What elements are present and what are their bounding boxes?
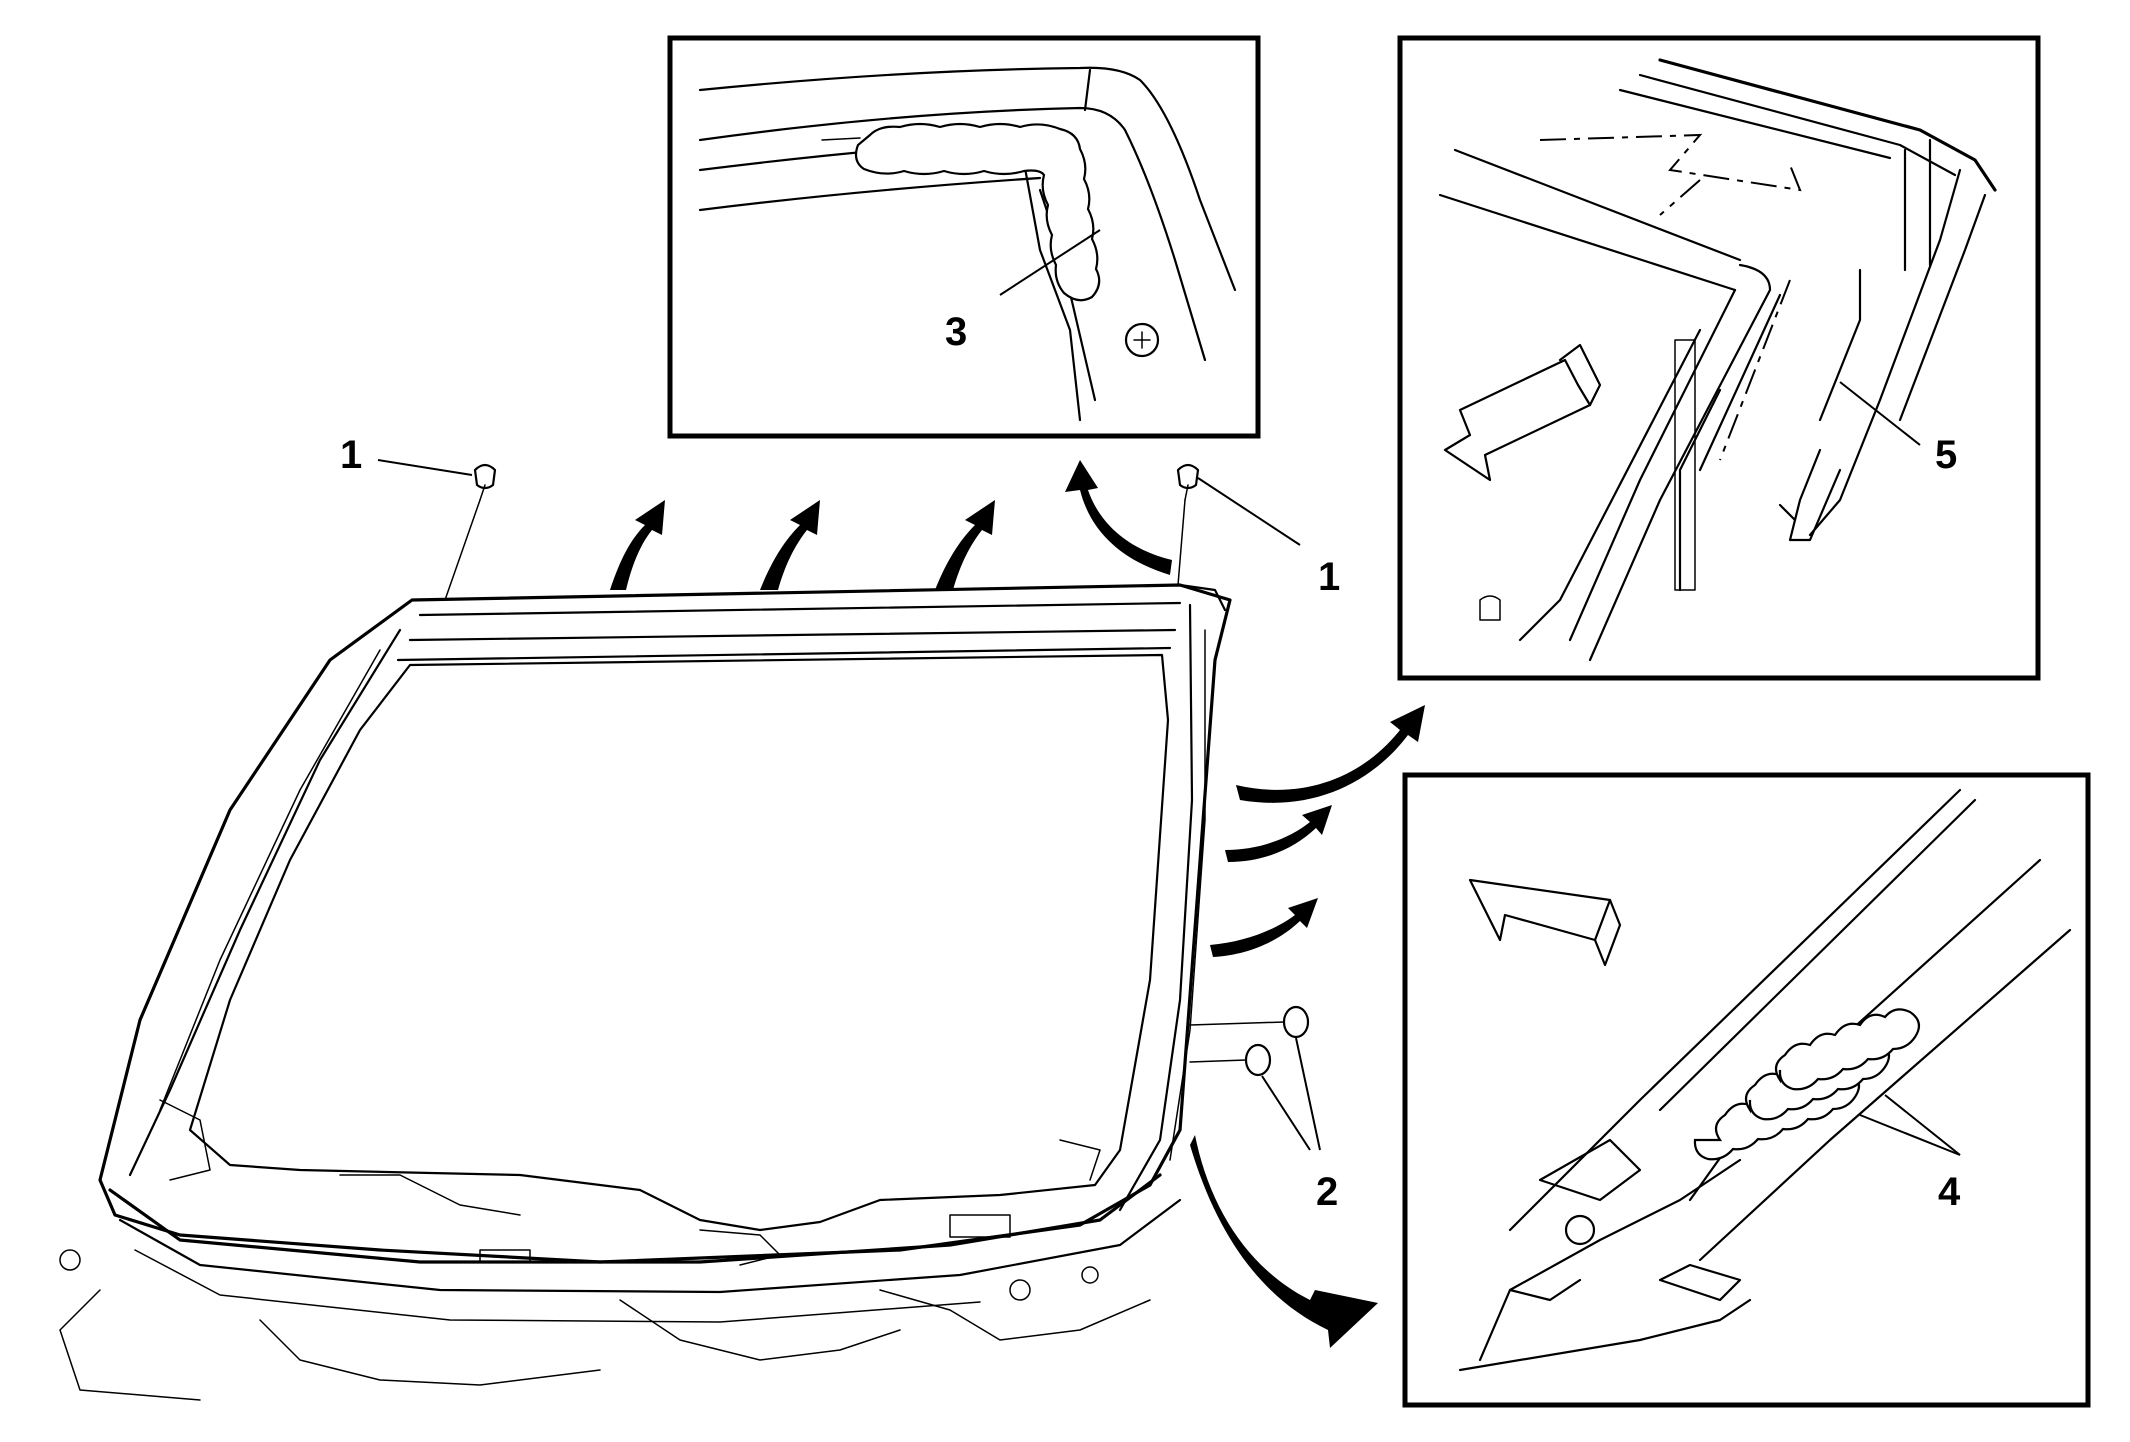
inset-top	[667, 35, 1261, 439]
fastener-left	[444, 463, 497, 601]
inset-bottom-right	[1402, 772, 2091, 1408]
fasteners-pillar	[1189, 1005, 1310, 1077]
removal-arrows	[610, 460, 1425, 1348]
leader-1-left	[377, 459, 473, 476]
leader-2-b	[1261, 1075, 1311, 1151]
callout-1-right: 1	[1318, 555, 1340, 599]
callout-4: 4	[1938, 1170, 1961, 1214]
leader-2-a	[1295, 1037, 1321, 1151]
windshield-assembly	[59, 583, 1232, 1401]
callout-1-left: 1	[340, 433, 362, 477]
leader-1-right	[1197, 477, 1301, 546]
callout-3: 3	[945, 310, 967, 354]
callout-5: 5	[1935, 433, 1957, 477]
inset-top-right	[1397, 35, 2041, 681]
callout-2: 2	[1316, 1170, 1338, 1214]
fastener-right	[1176, 463, 1200, 586]
